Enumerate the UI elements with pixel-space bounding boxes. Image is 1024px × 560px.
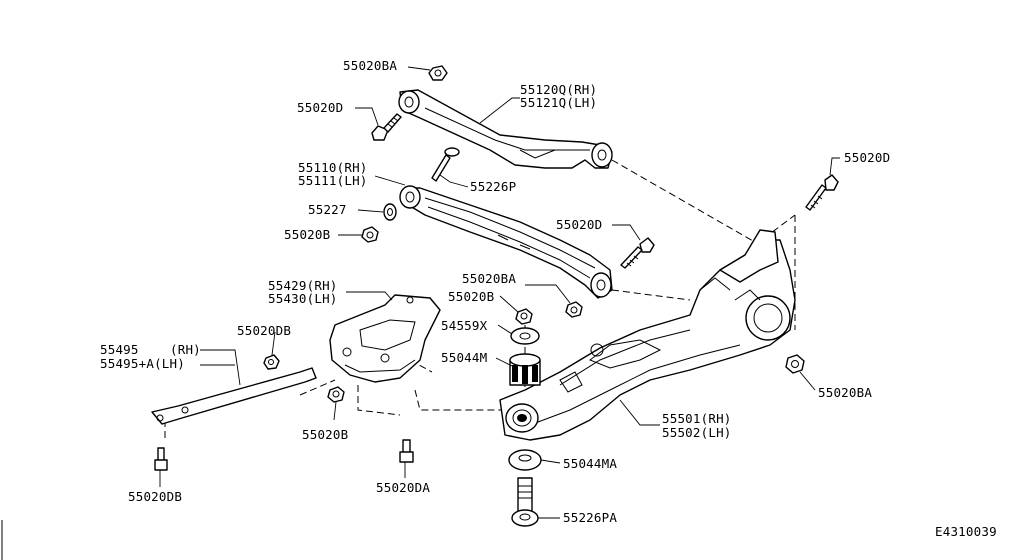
nut-55020ba-top [428,65,448,81]
bolt-55020d-left [371,113,402,141]
label-55020db-bottom: 55020DB [128,489,182,504]
label-55120q-rh: 55120Q(RH) [520,82,597,97]
label-55044ma: 55044MA [563,456,617,471]
part-labels: 55020BA 55020D 55120Q(RH) 55121Q(LH) 551… [100,58,997,539]
bolt-55226pa [511,477,539,527]
label-55020db-top: 55020DB [237,323,291,338]
label-55227: 55227 [308,202,347,217]
label-55020da: 55020DA [376,480,430,495]
label-55495: 55495 [100,342,139,357]
label-55020b-left: 55020B [284,227,330,242]
label-55111-lh: 55111(LH) [298,173,368,188]
diagram-id: E4310039 [935,524,997,539]
label-55020b-mid: 55020B [448,289,494,304]
nut-55020b-mid [515,308,533,325]
bolt-55020d-right [805,174,839,211]
bushing-55044m [509,353,541,386]
label-55502-lh: 55502(LH) [662,425,732,440]
label-55110-rh: 55110(RH) [298,160,368,175]
washer-55227 [383,203,397,221]
label-55121q-lh: 55121Q(LH) [520,95,597,110]
label-55020d-left: 55020D [297,100,343,115]
label-55501-rh: 55501(RH) [662,411,732,426]
fasteners [154,65,839,527]
label-55495a-lh: 55495+A(LH) [100,356,185,371]
member-bushing [505,403,539,433]
upper-link-arm [398,89,613,169]
nut-55020db-top [263,354,280,370]
label-55020ba-right: 55020BA [818,385,872,400]
washer-55044ma [508,449,542,471]
bolt-55020db-bottom [154,447,168,471]
nut-55020ba-right [785,354,805,374]
label-55020ba-top: 55020BA [343,58,397,73]
label-55429-rh: 55429(RH) [268,278,338,293]
bolt-55020da [399,439,414,463]
nut-55020ba-mid [565,301,583,318]
washer-54559x [510,327,540,345]
label-55226pa: 55226PA [563,510,617,525]
label-55430-lh: 55430(LH) [268,291,338,306]
lower-link-arm [399,185,613,299]
bolt-55020d-mid [620,237,655,269]
label-55020ba-mid: 55020BA [462,271,516,286]
nut-55020b-left [361,226,379,243]
bracket-55429 [329,294,441,383]
label-55020b-bottom: 55020B [302,427,348,442]
bolt-55226p [431,147,460,182]
label-55044m: 55044M [441,350,487,365]
label-55020d-mid: 55020D [556,217,602,232]
label-54559x: 54559X [441,318,488,333]
lateral-rod-55495 [151,367,317,425]
leader-lines [159,66,840,519]
rear-suspension-member [499,229,796,441]
label-55495-rh: (RH) [170,342,201,357]
nut-55020b-bottom [327,386,345,403]
label-55226p: 55226P [470,179,516,194]
label-55020d-right: 55020D [844,150,890,165]
